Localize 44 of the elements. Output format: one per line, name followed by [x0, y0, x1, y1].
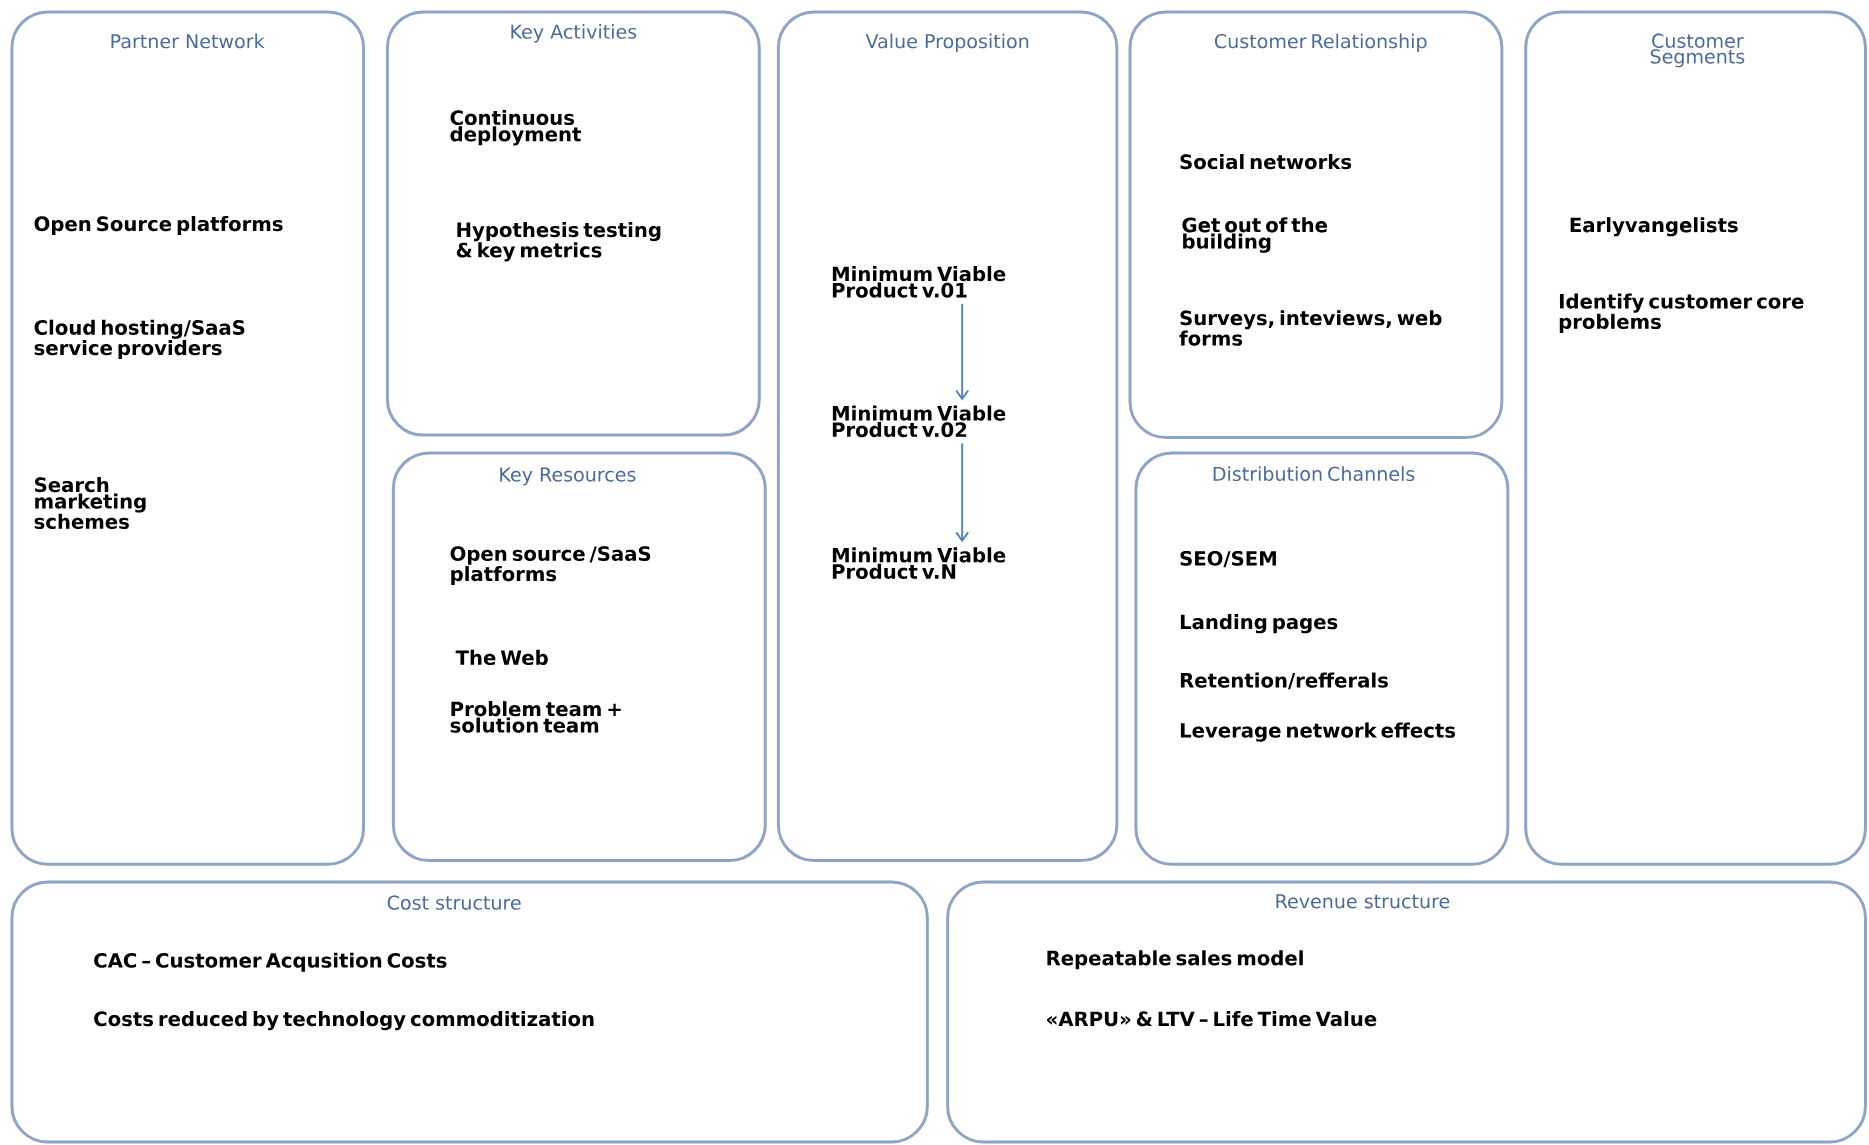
- stage-label: Minimum Viable Product v.N: [832, 547, 1006, 579]
- arrow: [955, 302, 970, 401]
- canvas-block: [1128, 10, 1504, 439]
- canvas-block: [10, 880, 929, 1144]
- list-item: Retention/refferals: [1180, 672, 1388, 690]
- canvas-block: [1134, 451, 1510, 866]
- block-heading: Key Resources: [500, 467, 636, 486]
- block-heading: Partner Network: [111, 33, 265, 49]
- list-item: Open source /SaaS platforms: [450, 545, 651, 585]
- list-item: SEO/SEM: [1180, 550, 1276, 568]
- canvas-block: [385, 10, 761, 437]
- canvas-block: [1524, 10, 1867, 866]
- canvas-block: [776, 10, 1119, 862]
- list-item: Search marketing schemes: [34, 476, 146, 529]
- list-item: Continuous deployment: [450, 109, 581, 146]
- list-item: Landing pages: [1180, 613, 1338, 634]
- block-heading: Customer Relationship: [1214, 33, 1427, 52]
- canvas-block: [391, 451, 767, 862]
- list-item: Get out of the building: [1182, 216, 1328, 253]
- block-heading: Cost structure: [387, 895, 521, 910]
- list-item: «ARPU» & LTV – Life Time Value: [1047, 1010, 1377, 1026]
- block-heading: Distribution Channels: [1213, 466, 1415, 481]
- list-item: Hypothesis testing & key metrics: [456, 221, 661, 262]
- block-heading: Customer Segments: [1650, 33, 1745, 68]
- stage-label: Minimum Viable Product v.01: [832, 265, 1006, 298]
- list-item: The Web: [455, 649, 548, 665]
- list-item: Surveys, inteviews, web forms: [1179, 309, 1442, 346]
- block-heading: Value Proposition: [865, 33, 1029, 52]
- arrow: [955, 442, 970, 543]
- stage-label: Minimum Viable Product v.02: [832, 405, 1006, 437]
- canvas-block: [10, 10, 366, 866]
- list-item: Open Source platforms: [34, 215, 283, 235]
- list-item: Identify customer core problems: [1559, 293, 1804, 333]
- list-item: Cloud hosting/SaaS service providers: [34, 319, 245, 359]
- block-heading: Revenue structure: [1276, 894, 1450, 909]
- list-item: Leverage network effects: [1180, 722, 1456, 742]
- block-heading: Key Activities: [511, 23, 637, 43]
- list-item: Earlyvangelists: [1570, 216, 1738, 237]
- list-item: Costs reduced by technology commoditization: [94, 1010, 594, 1030]
- list-item: Repeatable sales model: [1047, 950, 1303, 970]
- canvas-block: [946, 880, 1867, 1144]
- list-item: CAC – Customer Acqusition Costs: [94, 952, 447, 972]
- list-item: Problem team + solution team: [450, 700, 621, 733]
- list-item: Social networks: [1180, 153, 1352, 169]
